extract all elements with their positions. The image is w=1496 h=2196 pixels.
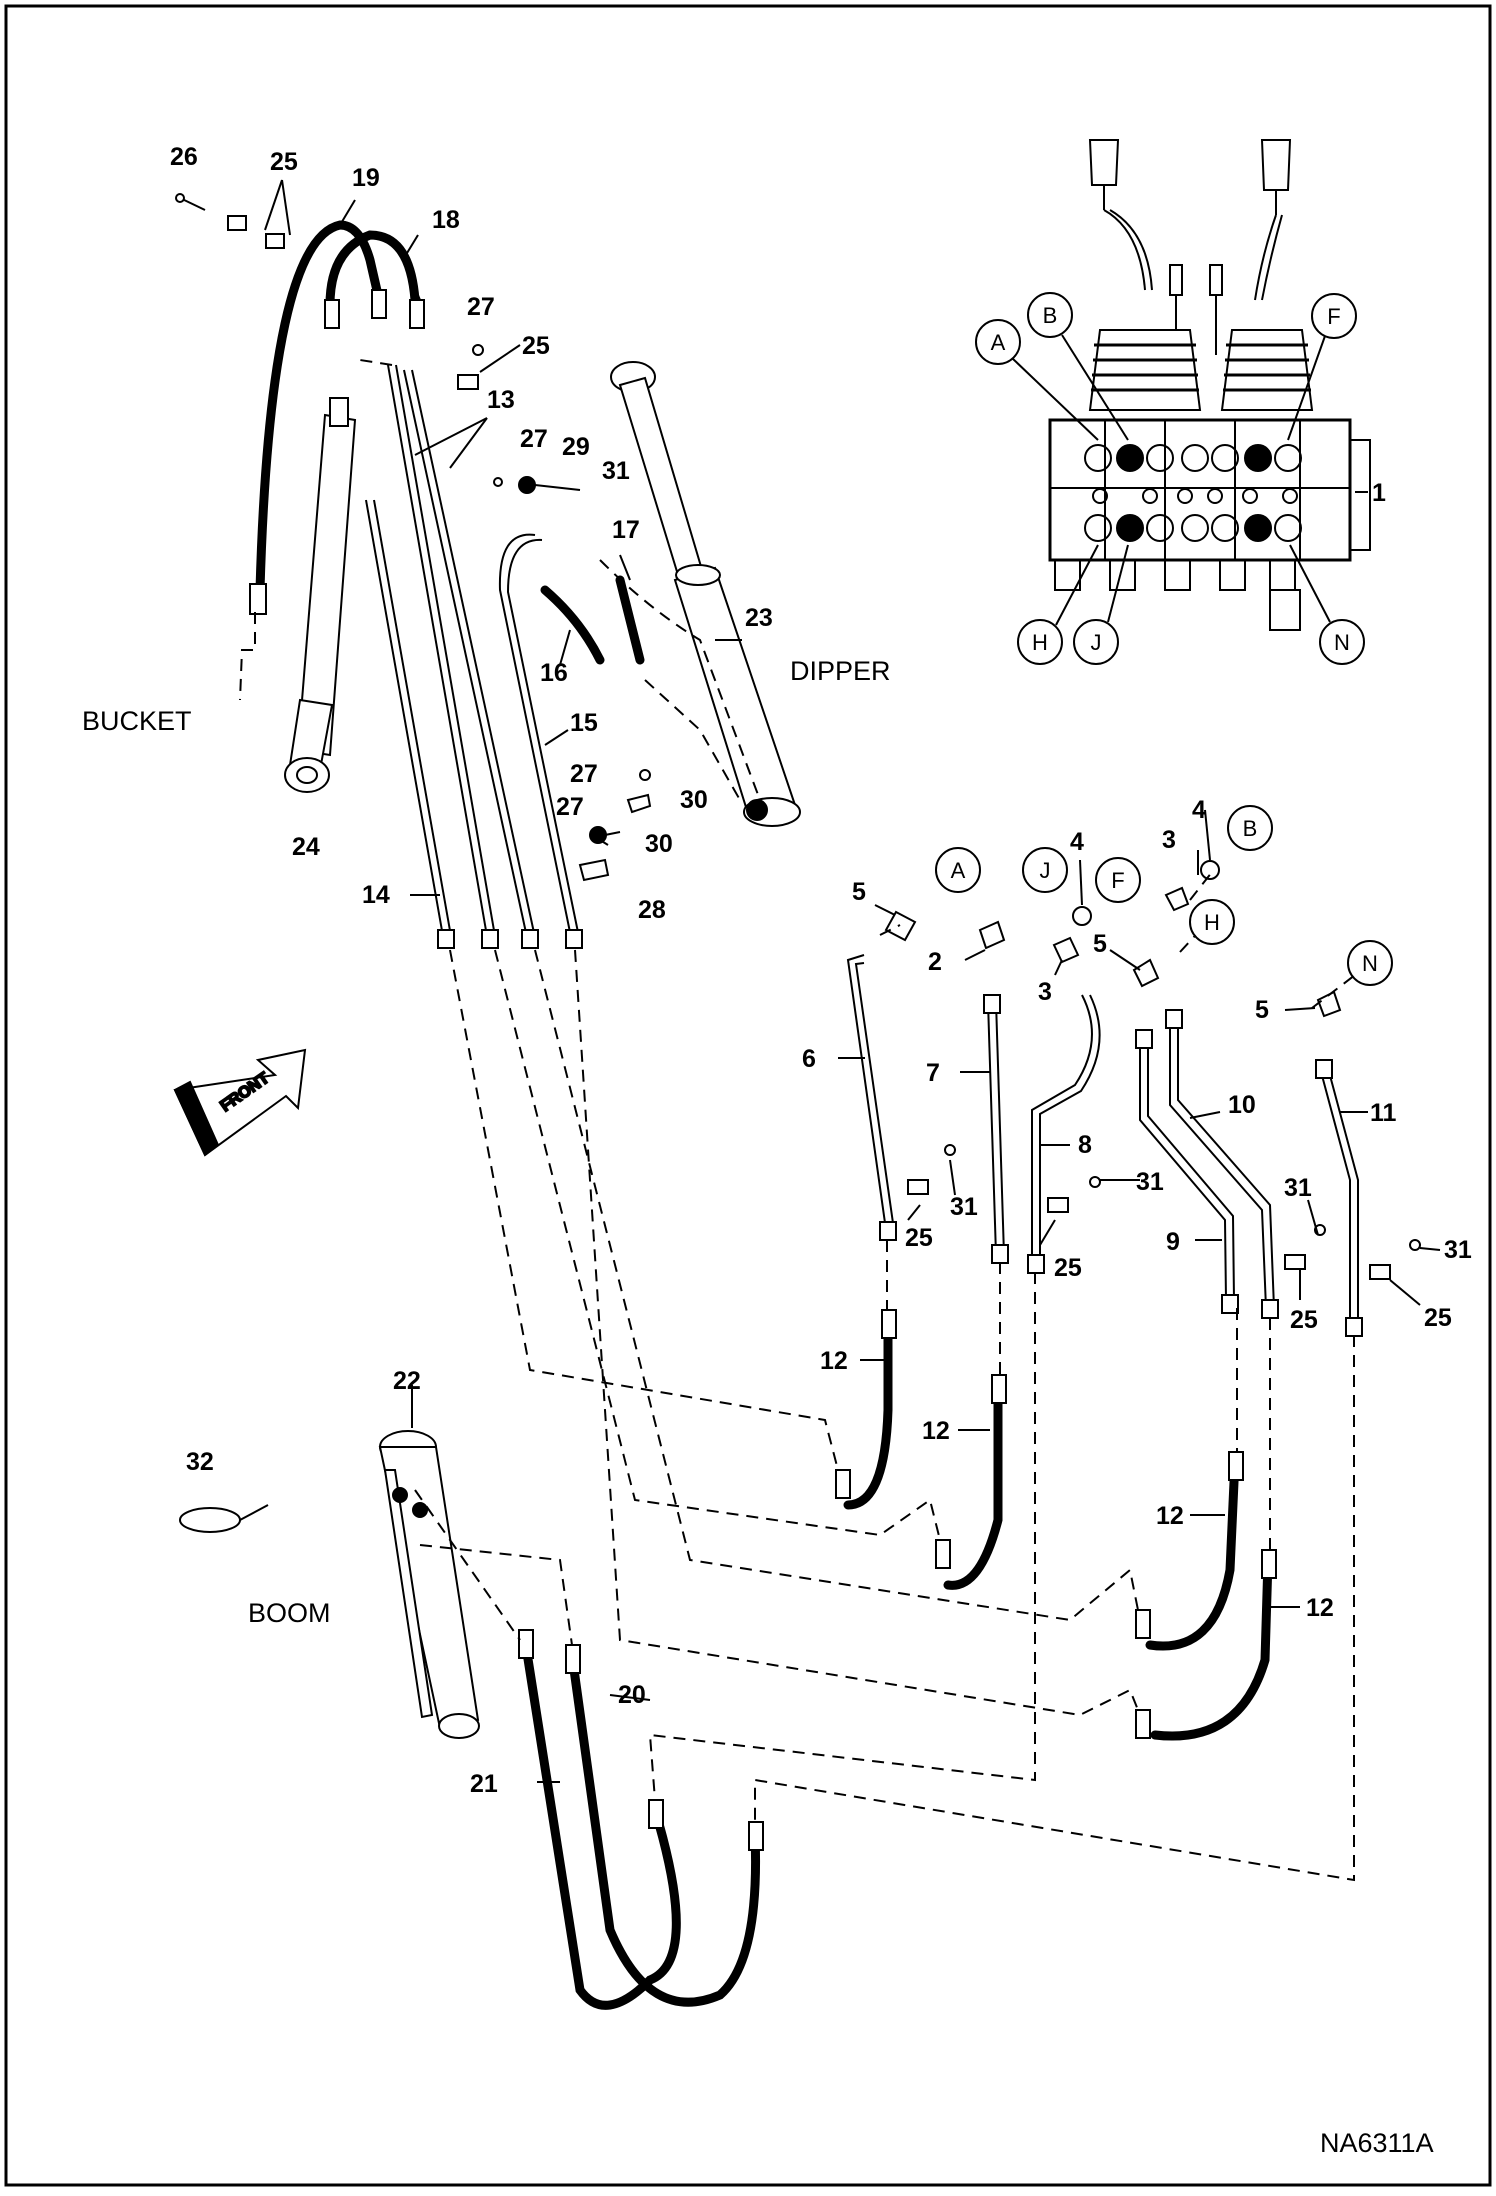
- part-2: 2: [928, 948, 942, 976]
- part-1: 1: [1372, 479, 1386, 507]
- part-27d: 27: [556, 793, 584, 821]
- port-callout-letters: A B F H J N A J F B H N: [951, 303, 1378, 976]
- callout-a-tube: A: [951, 858, 966, 883]
- callout-f-tube: F: [1111, 868, 1124, 893]
- part-19: 19: [352, 164, 380, 192]
- part-13: 13: [487, 386, 515, 414]
- control-valve: [1048, 139, 1371, 631]
- frame-border: [4, 4, 1492, 2187]
- part-20: 20: [618, 1681, 646, 1709]
- part-27a: 27: [467, 293, 495, 321]
- part-5a: 5: [852, 878, 866, 906]
- part-9: 9: [1166, 1228, 1180, 1256]
- part-17: 17: [612, 516, 640, 544]
- part-14: 14: [362, 881, 390, 909]
- callout-n: N: [1334, 630, 1350, 655]
- port-callouts: [935, 292, 1393, 986]
- boom-cylinder: [378, 1430, 480, 1739]
- callout-n-tube: N: [1362, 951, 1378, 976]
- part-12d: 12: [1306, 1594, 1334, 1622]
- part-leaders: [264, 179, 1441, 1783]
- part-4b: 4: [1192, 796, 1206, 824]
- part-5b: 5: [1093, 930, 1107, 958]
- part-10: 10: [1228, 1091, 1256, 1119]
- part-12a: 12: [820, 1347, 848, 1375]
- part-16: 16: [540, 659, 568, 687]
- part-27b: 27: [520, 425, 548, 453]
- part-24: 24: [292, 833, 320, 861]
- part-31b: 31: [950, 1193, 978, 1221]
- port-callout-leaders: [1011, 334, 1331, 626]
- connection-lines: [239, 239, 1356, 1882]
- callout-a: A: [991, 330, 1006, 355]
- callout-b: B: [1043, 303, 1058, 328]
- part-27c: 27: [570, 760, 598, 788]
- part-25b: 25: [522, 332, 550, 360]
- callout-h-tube: H: [1204, 910, 1220, 935]
- hardware: [175, 193, 1421, 1533]
- part-15: 15: [570, 709, 598, 737]
- bucket-cylinder: [284, 397, 357, 793]
- part-25a: 25: [270, 148, 298, 176]
- part-31d: 31: [1284, 1174, 1312, 1202]
- part-31e: 31: [1444, 1236, 1472, 1264]
- callout-h: H: [1032, 630, 1048, 655]
- part-21: 21: [470, 1770, 498, 1798]
- callout-b-tube: B: [1243, 816, 1258, 841]
- boom-label: BOOM: [248, 1598, 331, 1628]
- part-25f: 25: [1424, 1304, 1452, 1332]
- part-3a: 3: [1038, 978, 1052, 1006]
- part-25d: 25: [1054, 1254, 1082, 1282]
- part-numbers: 1 2 3 3 4 4 5 5 5 6 7 8 9 10 11 12 12 12…: [170, 143, 1472, 1798]
- part-32: 32: [186, 1448, 214, 1476]
- part-25e: 25: [1290, 1306, 1318, 1334]
- part-12b: 12: [922, 1417, 950, 1445]
- bucket-label: BUCKET: [82, 706, 192, 736]
- part-3b: 3: [1162, 826, 1176, 854]
- dipper-label: DIPPER: [790, 656, 891, 686]
- part-8: 8: [1078, 1131, 1092, 1159]
- part-31c: 31: [1136, 1168, 1164, 1196]
- part-26: 26: [170, 143, 198, 171]
- part-7: 7: [926, 1059, 940, 1087]
- callout-j: J: [1091, 630, 1102, 655]
- part-30b: 30: [645, 830, 673, 858]
- figure-code: NA6311A: [1320, 2128, 1434, 2158]
- dipper-cylinder: [610, 361, 801, 827]
- tubes: [365, 364, 1359, 1325]
- tube-fittings: [437, 860, 1363, 1337]
- part-29: 29: [562, 433, 590, 461]
- hoses: [255, 220, 1273, 2010]
- part-30a: 30: [680, 786, 708, 814]
- part-6: 6: [802, 1045, 816, 1073]
- part-22: 22: [393, 1367, 421, 1395]
- part-18: 18: [432, 206, 460, 234]
- front-arrow-icon: FRONT: [173, 1048, 307, 1157]
- part-23: 23: [745, 604, 773, 632]
- callout-j-tube: J: [1040, 858, 1051, 883]
- part-12c: 12: [1156, 1502, 1184, 1530]
- part-25c: 25: [905, 1224, 933, 1252]
- part-4a: 4: [1070, 828, 1084, 856]
- hose-fittings: [249, 289, 1277, 1851]
- part-5c: 5: [1255, 996, 1269, 1024]
- part-31a: 31: [602, 457, 630, 485]
- part-11: 11: [1370, 1099, 1397, 1127]
- callout-f: F: [1327, 304, 1340, 329]
- part-28: 28: [638, 896, 666, 924]
